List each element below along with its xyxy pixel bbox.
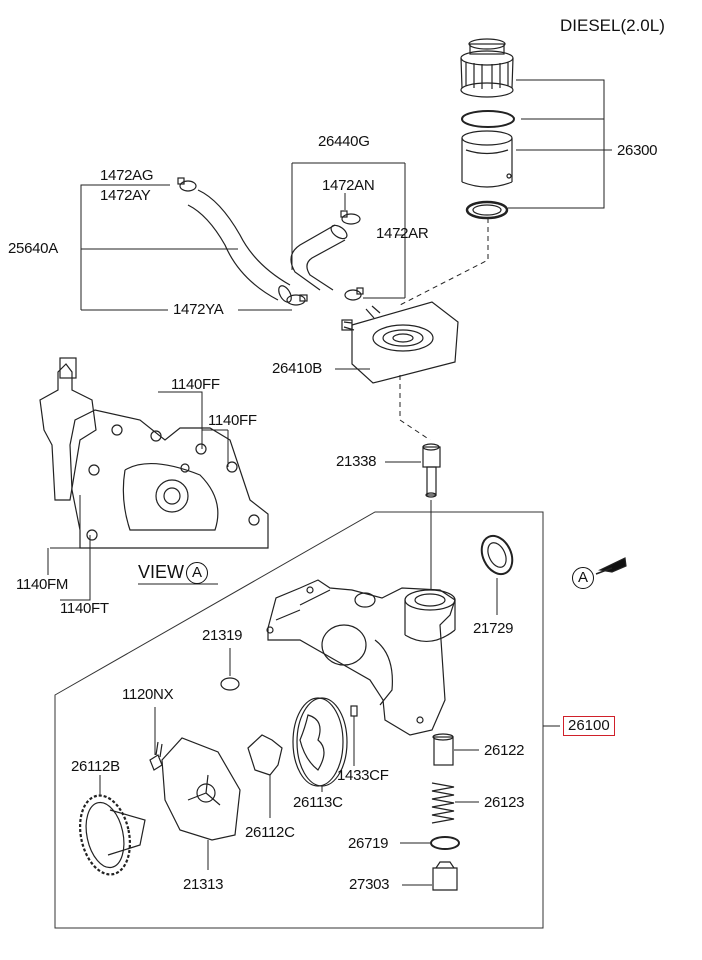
oil-pump-body (266, 579, 456, 736)
bolt-1120nx (149, 741, 163, 771)
part-label-21729: 21729 (473, 620, 514, 637)
part-label-1140ft: 1140FT (60, 600, 109, 617)
pump-cover-21313 (161, 737, 241, 841)
oil-filter-element (461, 130, 513, 188)
part-label-21338: 21338 (336, 453, 377, 470)
clamp-1472ag (177, 177, 197, 192)
part-label-1140fm: 1140FM (16, 576, 69, 593)
inner-rotor-26112c (247, 734, 283, 776)
oil-cooler-housing (341, 301, 459, 384)
oil-seal-21729 (480, 534, 514, 576)
leader-26300 (508, 79, 612, 209)
part-label-27303: 27303 (349, 876, 390, 893)
view-a-text: VIEW (138, 562, 185, 582)
hose-26440g (290, 224, 348, 291)
part-label-1472ar: 1472AR (376, 225, 429, 242)
centerline-upper (399, 218, 489, 441)
part-label-26440g: 26440G (318, 133, 370, 150)
part-label-1472ay: 1472AY (100, 187, 151, 204)
hose-25640a (187, 189, 292, 303)
part-label-1433cf: 1433CF (337, 767, 389, 784)
part-label-26112b: 26112B (71, 758, 120, 775)
oring-21319 (220, 677, 240, 691)
part-label-26719: 26719 (348, 835, 389, 852)
clamp-1472ya (286, 294, 308, 306)
part-label-21319: 21319 (202, 627, 243, 644)
view-arrow-icon (595, 557, 627, 575)
part-label-26123: 26123 (484, 794, 525, 811)
part-label-26300: 26300 (617, 142, 658, 159)
part-label-21313: 21313 (183, 876, 224, 893)
part-label-1472an: 1472AN (322, 177, 375, 194)
plug-27303 (432, 861, 458, 891)
view-a-marker: A (186, 562, 209, 585)
oil-filter-gasket (465, 200, 509, 220)
oil-filter-oring (461, 110, 515, 128)
leader-view-a (47, 391, 229, 601)
part-label-26100: 26100 (563, 716, 615, 736)
part-label-26113c: 26113C (293, 794, 343, 811)
part-label-1472ag: 1472AG (100, 167, 154, 184)
view-a-cover (39, 357, 269, 549)
oil-filter-cap (460, 38, 514, 98)
part-label-1472ya: 1472YA (173, 301, 224, 318)
washer-26719 (430, 836, 460, 850)
pin-21338 (422, 443, 441, 498)
spring-26123 (431, 782, 455, 824)
part-label-26122: 26122 (484, 742, 525, 759)
drive-gear-26112b (78, 794, 146, 876)
diagram-title: DIESEL(2.0L) (560, 16, 665, 35)
part-label-26112c: 26112C (245, 824, 295, 841)
clamp-1472an (340, 210, 361, 225)
arrow-a-caption: A (570, 567, 594, 590)
part-label-1140ff-a: 1140FF (171, 376, 220, 393)
part-label-26410b: 26410B (272, 360, 322, 377)
pin-1433cf (350, 705, 358, 717)
part-label-1140ff-b: 1140FF (208, 412, 257, 429)
leader-21338 (385, 461, 432, 590)
plunger-26122 (432, 733, 454, 766)
leader-hoses (80, 162, 406, 311)
clamp-1472ar (344, 287, 364, 301)
part-label-25640a: 25640A (8, 240, 58, 257)
part-label-1120nx: 1120NX (122, 686, 174, 703)
arrow-a-marker: A (572, 567, 594, 590)
assembly-frame (54, 511, 544, 929)
